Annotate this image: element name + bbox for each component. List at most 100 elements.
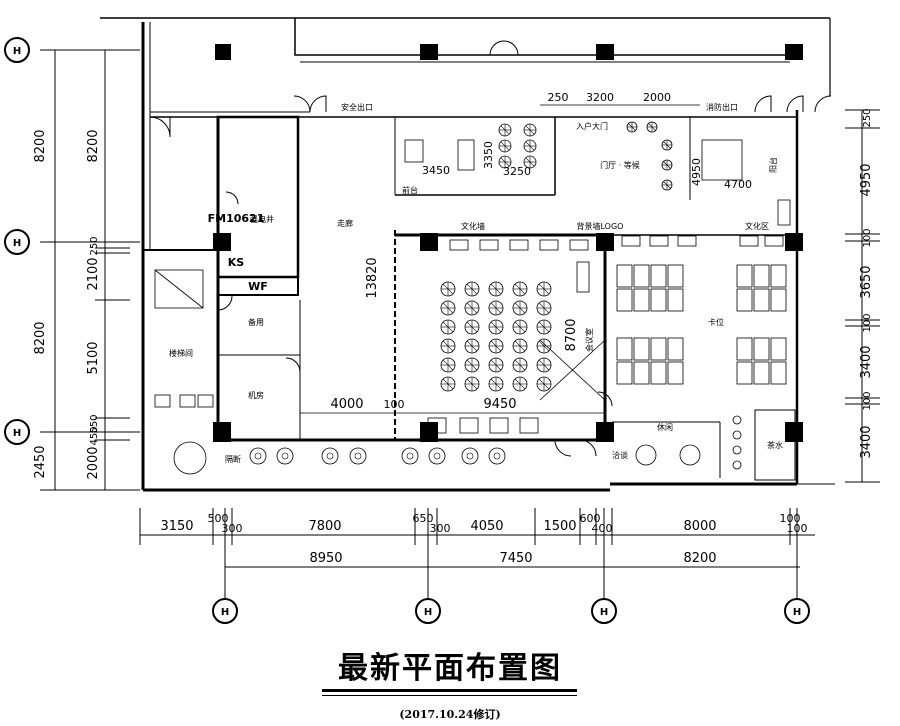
dim-left-inner-3: 2100 [86, 257, 101, 290]
dim-right-6: 3400 [859, 345, 874, 378]
desk [667, 361, 684, 385]
desk [667, 288, 684, 312]
door-swings [149, 40, 832, 457]
dim-right-1: 250 [862, 108, 873, 127]
desk [736, 337, 753, 361]
label-exit1: 安全出口 [341, 102, 373, 112]
chair-icon [440, 338, 456, 354]
dim-plan-8700: 8700 [564, 318, 579, 351]
dim-plan-13820: 13820 [365, 257, 380, 298]
planter-icon [249, 447, 267, 465]
chair-icon [523, 139, 537, 153]
dim-plan-4000: 4000 [330, 397, 363, 412]
dim-bottom-4: 7800 [308, 519, 341, 534]
chair-icon [440, 319, 456, 335]
desk [650, 337, 667, 361]
planters-row [249, 447, 506, 465]
chair-icon [464, 376, 480, 392]
dim-plan-3450: 3450 [422, 164, 450, 177]
dim-top-2: 3200 [586, 91, 614, 104]
desk [753, 361, 770, 385]
label-culture: 文化墙 [461, 221, 485, 231]
chair-icon [512, 281, 528, 297]
axis-label-bottom-3: H [600, 607, 608, 618]
right-dimension-lines [845, 109, 880, 483]
desk [633, 264, 650, 288]
chair-icon [488, 300, 504, 316]
left-dimension-lines [40, 49, 140, 491]
desk [667, 337, 684, 361]
desk [770, 337, 787, 361]
label-fm: FM10621 [208, 212, 265, 225]
chair-icon [440, 300, 456, 316]
chair-icon [498, 139, 512, 153]
chair-icon [464, 357, 480, 373]
desk [736, 361, 753, 385]
label-dinner: 洽谈 [612, 450, 628, 460]
label-equipment: 机房 [248, 390, 264, 400]
label-logo: 背景墙LOGO [577, 221, 624, 231]
dim-right-7: 100 [862, 391, 873, 410]
chair-icon [464, 281, 480, 297]
chair-icon [536, 357, 552, 373]
desk [616, 361, 633, 385]
desk [770, 264, 787, 288]
desk [650, 288, 667, 312]
chair-icon [488, 281, 504, 297]
dim-plan-100: 100 [384, 398, 405, 411]
chair-icon [464, 319, 480, 335]
left-axis-bubbles [4, 37, 30, 445]
chair-icon [512, 300, 528, 316]
label-office: 卡位 [708, 317, 724, 327]
desk [667, 264, 684, 288]
chair-icon [536, 300, 552, 316]
dim-left-inner-2: 250 [89, 236, 100, 255]
dim-bottom-5: 650 [413, 512, 434, 525]
office-desk-clusters [616, 264, 787, 385]
desk [633, 337, 650, 361]
dim-left-inner-1: 8200 [86, 129, 101, 162]
title-underline [322, 689, 577, 696]
bottom-dimension-lines [139, 508, 815, 598]
dim-top-3: 2000 [643, 91, 671, 104]
drawing-subtitle: (2017.10.24修订) [399, 708, 501, 721]
dim-left-inner-7: 2000 [86, 446, 101, 479]
dim-bottom-8: 1500 [543, 519, 576, 534]
desk [770, 361, 787, 385]
desk [650, 361, 667, 385]
chair-icon [440, 357, 456, 373]
chair-icon [512, 376, 528, 392]
chair-icon [661, 159, 673, 171]
chair-icon [523, 155, 537, 169]
axis-label-bottom-1: H [221, 607, 229, 618]
axis-label-bottom-4: H [793, 607, 801, 618]
chair-icon [536, 376, 552, 392]
planter-icon [461, 447, 479, 465]
chair-icon [440, 376, 456, 392]
label-shaft: 强电井 [250, 214, 274, 224]
chair-icon [488, 376, 504, 392]
chair-icon [488, 319, 504, 335]
dim-bottom-13: 100 [787, 522, 808, 535]
dim-left-3: 2450 [33, 445, 48, 478]
dim-bay-3: 8200 [683, 551, 716, 566]
desk [616, 337, 633, 361]
chair-icon [498, 123, 512, 137]
label-exit2: 消防出口 [706, 102, 738, 112]
chair-icon [488, 357, 504, 373]
chair-icon [488, 338, 504, 354]
desk [770, 288, 787, 312]
label-entry: 入户大门 [576, 121, 608, 131]
dim-bottom-1: 3150 [160, 519, 193, 534]
axis-label-left-3: H [13, 428, 21, 439]
planter-icon [401, 447, 419, 465]
axis-label-left-1: H [13, 46, 21, 57]
dim-right-3: 100 [862, 228, 873, 247]
meeting-room-chairs [440, 281, 552, 392]
dim-plan-9450: 9450 [483, 397, 516, 412]
drawing-title: 最新平面布置图 [338, 651, 562, 686]
planter-icon [428, 447, 446, 465]
dim-plan-4950: 4950 [690, 158, 703, 186]
label-deco: 隔断 [225, 454, 241, 464]
desk [753, 337, 770, 361]
